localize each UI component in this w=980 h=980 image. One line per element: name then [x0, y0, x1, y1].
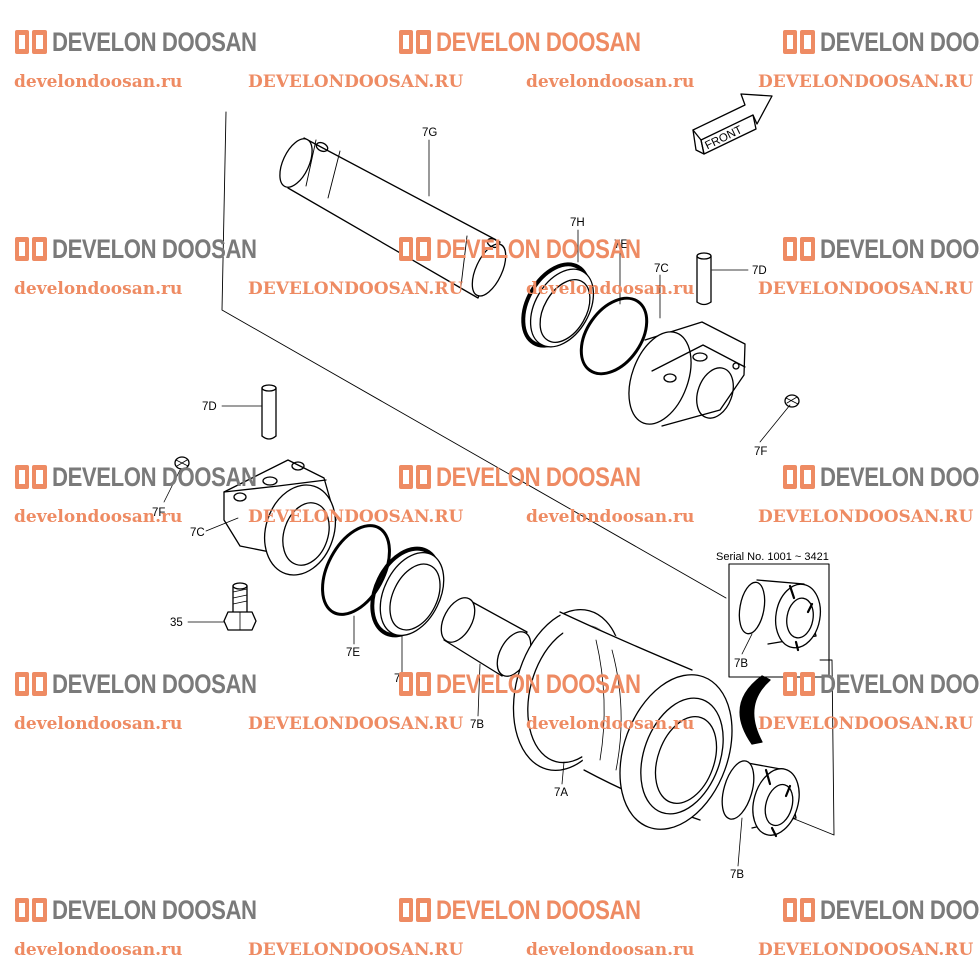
o-ring-7e-bottom [321, 524, 391, 616]
callout-7a: 7A [554, 787, 568, 799]
assembly-guide-line [221, 111, 727, 599]
set-screw-7f-left [174, 456, 190, 470]
callout-35: 35 [170, 617, 183, 629]
watermark-url: develondoosan.ru [526, 714, 695, 734]
change-arrow-icon [739, 675, 771, 745]
callout-7h-top: 7H [570, 217, 585, 229]
callout-7h-bottom: 7H [394, 673, 409, 685]
pin-shaft-7g [279, 137, 507, 299]
bushing-7b-bottom [721, 760, 800, 838]
assembly-guide-line [791, 659, 835, 836]
o-ring-7e-top [579, 296, 649, 376]
front-arrow-icon [692, 93, 773, 155]
collar-7c-top [628, 321, 746, 427]
watermark-url: develondoosan.ru [526, 72, 695, 92]
serial-box [728, 563, 830, 678]
track-roller-7a [512, 609, 733, 830]
callout-7e-top: 7E [614, 239, 628, 251]
spring-pin-7d-top [696, 252, 712, 306]
callout-7b-box: 7B [734, 658, 748, 670]
serial-note: Serial No. 1001 ~ 3421 [716, 551, 829, 563]
callout-7c-left: 7C [190, 527, 205, 539]
spring-pin-7d-left [261, 384, 277, 440]
callout-7c-top: 7C [654, 263, 669, 275]
floating-seal-7h-bottom [370, 546, 445, 638]
callout-7e-bottom: 7E [346, 647, 360, 659]
watermark-url: develondoosan.ru [526, 279, 695, 299]
watermark-url: develondoosan.ru [526, 507, 695, 527]
collar-7c-left [223, 459, 337, 576]
floating-seal-7h-top [521, 262, 595, 348]
callout-7b-mid: 7B [470, 719, 484, 731]
set-screw-7f-right [784, 394, 800, 408]
bushing-7b-box [738, 579, 822, 652]
callout-7f-left: 7F [152, 507, 165, 519]
callout-7d-left: 7D [202, 401, 217, 413]
bolt-35 [223, 582, 257, 631]
callout-7b-bottom: 7B [730, 869, 744, 881]
callout-7g: 7G [422, 127, 437, 139]
callout-7d-top: 7D [752, 265, 767, 277]
callout-7f-right: 7F [754, 446, 767, 458]
watermark-url: develondoosan.ru [526, 940, 695, 960]
